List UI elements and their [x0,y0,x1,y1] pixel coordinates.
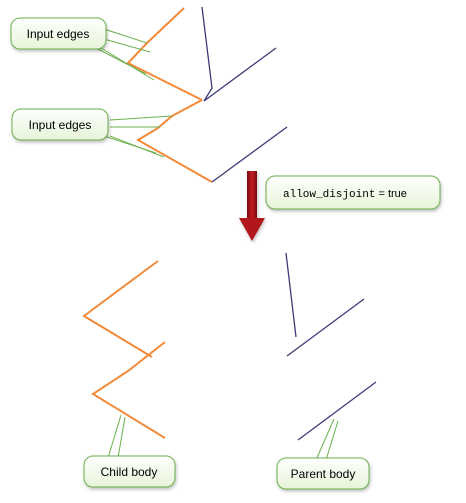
callout-child-body-label: Child body [101,465,158,479]
callout-leaders-top [95,28,173,158]
child-input-edge-upper [126,7,203,101]
option-value: = true [375,188,407,200]
parent-body-edge-vertical [285,252,297,338]
child-body-group [82,260,166,439]
callout-parent-body [276,457,370,490]
parent-input-edge-lower [211,126,288,183]
parent-body-edge-upper [286,298,365,357]
parent-input-edge-upper [201,6,277,102]
callout-leaders-bottom [107,414,339,461]
callout-input-edges-2-label: Input edges [29,118,92,132]
child-input-edge-lower [136,99,213,183]
option-callout [265,175,441,210]
option-label: allow_disjoint = true [283,188,407,201]
child-body-edge-upper [82,260,159,358]
callout-child-body [83,455,176,488]
callout-input-edges-2 [11,108,109,141]
option-code: allow_disjoint [283,189,375,201]
callout-input-edges-1 [10,17,107,50]
callout-parent-body-label: Parent body [291,467,356,481]
parent-body-group [285,252,377,441]
callout-input-edges-1-label: Input edges [27,27,90,41]
down-arrow-icon [239,171,265,241]
parent-body-edge-lower [297,381,377,441]
child-body-edge-lower [91,341,166,439]
input-edges-group [126,6,288,183]
